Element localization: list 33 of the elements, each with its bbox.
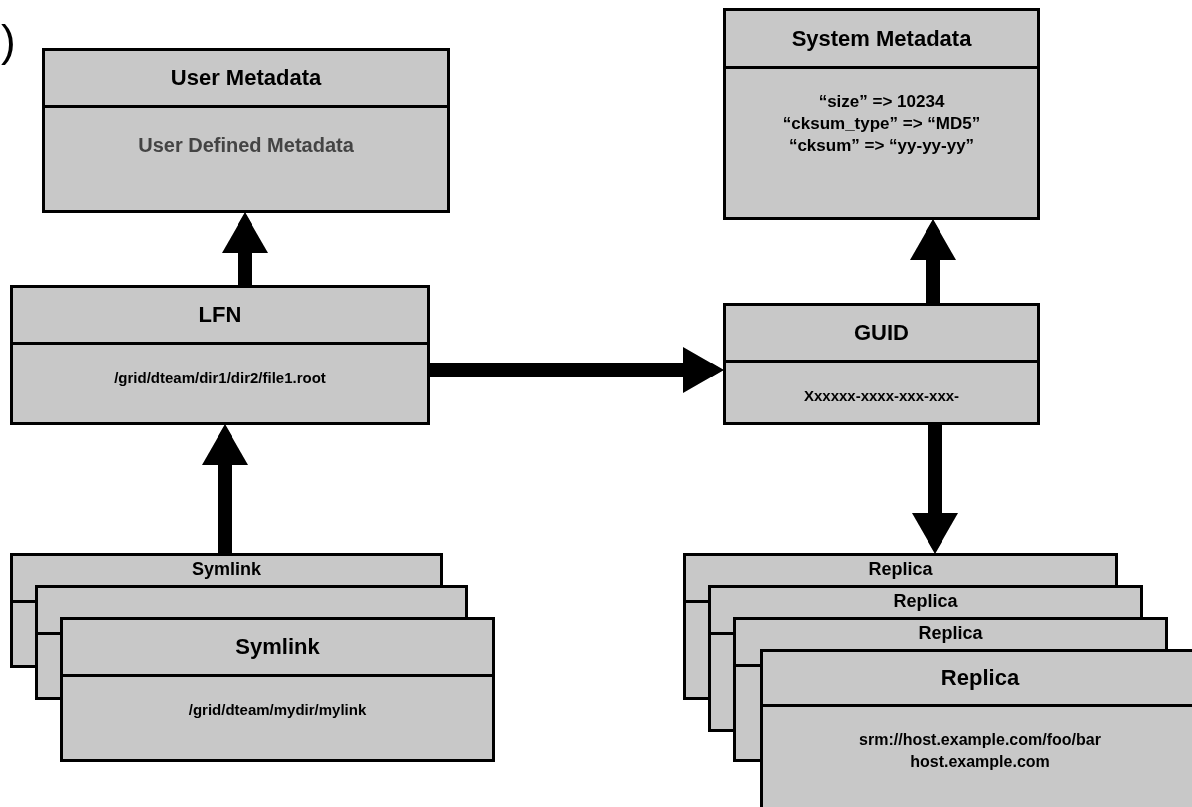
box-title: System Metadata [791, 25, 972, 52]
box-title: Replica [918, 622, 983, 645]
box-title: Replica [940, 665, 1020, 691]
record-box [760, 649, 1192, 807]
record-box [10, 285, 430, 425]
arrow [912, 425, 958, 553]
box-text: /grid/dteam/dir1/dir2/file1.root [114, 368, 326, 388]
box-title: Replica [893, 590, 958, 613]
box-text: /grid/dteam/mydir/mylink [188, 700, 367, 720]
stacked-card [683, 553, 1118, 585]
arrow [910, 220, 956, 303]
arrow [430, 347, 723, 393]
arrow [222, 213, 268, 285]
arrow [202, 425, 248, 553]
stacked-card [733, 617, 1168, 649]
box-text: User Defined Metadata [138, 133, 354, 158]
record-box [60, 617, 495, 762]
record-box [42, 48, 450, 213]
box-title: User Metadata [170, 65, 322, 91]
record-box [723, 8, 1040, 220]
stacked-card [708, 585, 1143, 617]
box-title: Symlink [235, 634, 320, 660]
box-title: LFN [198, 302, 242, 328]
box-text: srm://host.example.com/foo/bar host.example.com [858, 730, 1102, 772]
box-text: Xxxxxx-xxxx-xxx-xxx- [803, 386, 960, 406]
bracket-text: ) [1, 15, 16, 67]
record-box [723, 303, 1040, 425]
stacked-card [35, 585, 468, 617]
box-title: GUID [854, 320, 909, 346]
box-title: Symlink [192, 558, 261, 581]
box-text: “size” => 10234 “cksum_type” => “MD5” “cksum” => “yy-yy-yy” [781, 91, 982, 157]
box-title: Replica [868, 558, 933, 581]
stacked-card [10, 553, 443, 585]
